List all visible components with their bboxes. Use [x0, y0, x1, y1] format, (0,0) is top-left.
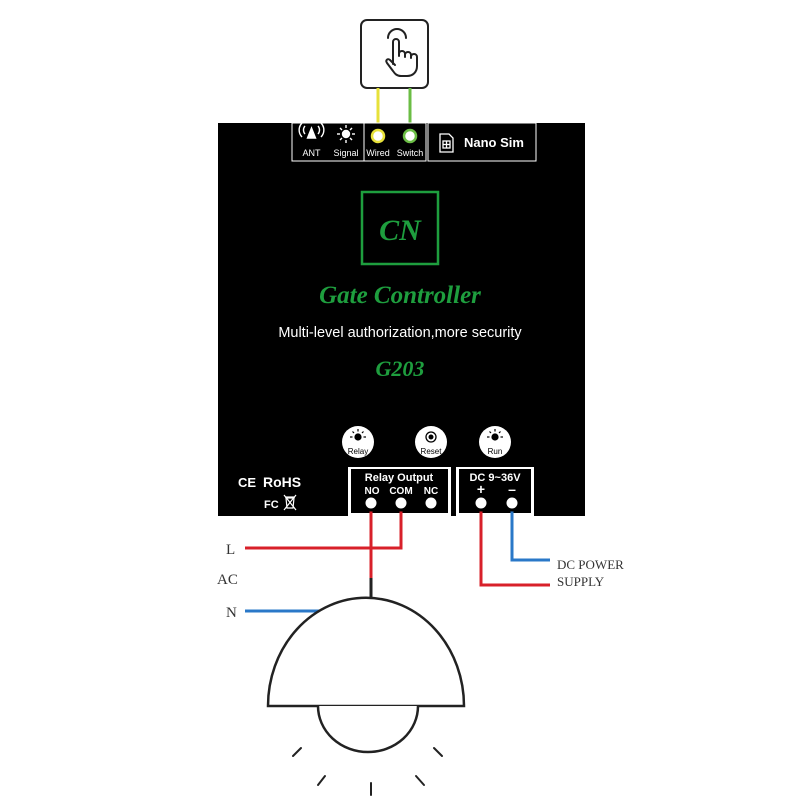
dc-minus-label: –	[508, 481, 516, 497]
terminal-screws	[362, 494, 521, 512]
push-button-switch	[360, 19, 429, 89]
device-title: Gate Controller	[319, 282, 481, 309]
run-indicator: Run	[479, 426, 511, 458]
sun-led-icon	[350, 429, 366, 441]
logo-text: CN	[379, 214, 422, 247]
top-label-bar: ANT Signal Wired Switch Nano Sim	[291, 122, 537, 162]
dc-input-header: DC 9~36V	[469, 472, 521, 484]
model-number: G203	[376, 356, 425, 381]
switch-label: Switch	[397, 148, 424, 158]
rohs-mark: RoHS	[263, 474, 301, 490]
ce-mark: CE	[238, 475, 256, 490]
sun-led-icon	[487, 429, 503, 441]
weee-bin-icon	[283, 494, 297, 511]
switch-terminal	[402, 128, 418, 144]
gate-controller-body	[218, 123, 585, 516]
terminal-no	[362, 494, 380, 512]
wired-terminal	[370, 128, 386, 144]
certification-marks: CE RoHS FC	[238, 474, 301, 511]
brand-logo: CN	[360, 190, 440, 266]
dc-plus-label: +	[477, 481, 485, 497]
dc-power-label-line1: DC POWER	[557, 557, 624, 572]
terminal-dc-plus	[472, 494, 490, 512]
dc-input-block: DC 9~36V + –	[456, 467, 534, 516]
fc-mark: FC	[264, 499, 279, 511]
ac-live-wire	[245, 503, 403, 550]
sim-label: Nano Sim	[464, 135, 524, 150]
light-ray-icon	[292, 747, 443, 796]
relay-indicator: Relay	[342, 426, 374, 458]
terminal-dc-minus	[503, 494, 521, 512]
reset-button[interactable]: Reset	[415, 426, 447, 458]
run-indicator-label: Run	[488, 447, 503, 456]
terminal-nc	[422, 494, 440, 512]
sim-card-icon	[439, 133, 454, 153]
reset-button-label: Reset	[421, 447, 443, 456]
reset-button-icon	[425, 431, 437, 443]
relay-output-header: Relay Output	[365, 472, 434, 484]
terminal-nc-label: NC	[424, 486, 438, 497]
ac-n-label: N	[226, 605, 237, 621]
signal-label: Signal	[333, 148, 358, 158]
wires	[245, 503, 550, 613]
device-subtitle: Multi-level authorization,more security	[278, 325, 522, 341]
dc-negative-wire	[510, 503, 550, 562]
ant-label: ANT	[303, 148, 322, 158]
terminal-com	[392, 494, 410, 512]
signal-icon	[337, 125, 355, 143]
terminal-com-label: COM	[389, 486, 412, 497]
lamp-icon	[266, 578, 466, 796]
hand-push-button-icon	[385, 28, 418, 77]
terminal-no-label: NO	[365, 486, 380, 497]
antenna-icon	[298, 122, 325, 139]
ac-label: AC	[217, 572, 238, 588]
wired-label: Wired	[366, 148, 390, 158]
relay-indicator-label: Relay	[348, 447, 368, 456]
dc-power-label-line2: SUPPLY	[557, 574, 605, 589]
ac-l-label: L	[226, 542, 235, 558]
dc-positive-wire	[479, 503, 550, 587]
